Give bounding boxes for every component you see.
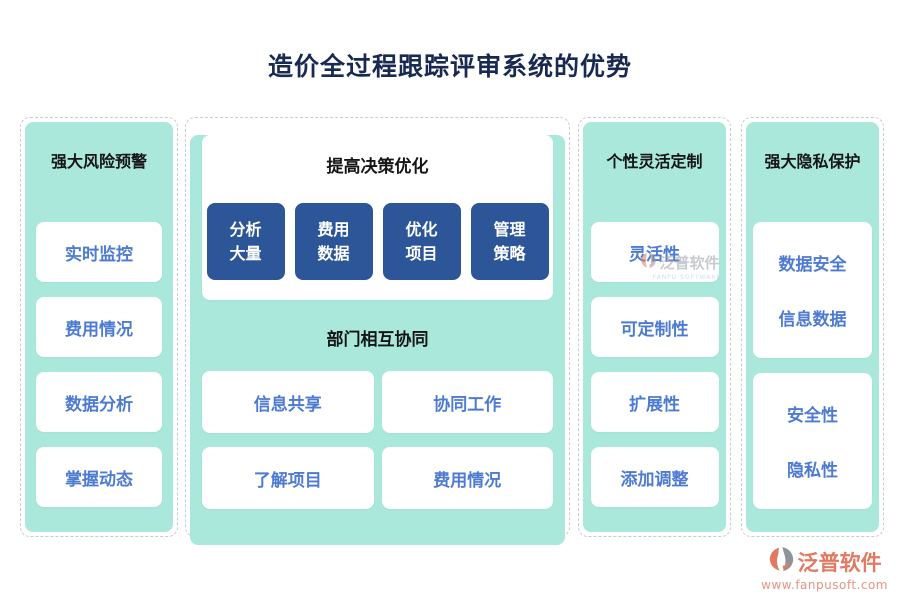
feature-line: 数据安全	[778, 255, 847, 275]
feature-item: 数据安全 信息数据	[753, 222, 872, 358]
decision-keyword-row: 分析 大量 费用 数据 优化 项目 管理 策略	[202, 203, 553, 280]
feature-line: 信息数据	[778, 310, 847, 330]
feature-item: 费用情况	[381, 447, 553, 509]
decision-keyword-box: 管理 策略	[470, 203, 549, 280]
feature-item: 费用情况	[36, 297, 162, 357]
decision-keyword-box: 分析 大量	[206, 203, 285, 280]
feature-item: 数据分析	[36, 372, 162, 432]
brand-name: 泛普软件	[797, 550, 882, 575]
keyword-line: 大量	[229, 243, 262, 263]
keyword-line: 项目	[405, 243, 438, 263]
panel-risk-warning: 强大风险预警 实时监控 费用情况 数据分析 掌握动态	[20, 117, 178, 537]
feature-item: 掌握动态	[36, 447, 162, 507]
panel-privacy: 强大隐私保护 数据安全 信息数据 安全性 隐私性	[741, 117, 884, 537]
feature-item: 扩展性	[590, 372, 719, 432]
panel-privacy-bg: 强大隐私保护 数据安全 信息数据 安全性 隐私性	[746, 122, 879, 532]
feature-item: 安全性 隐私性	[753, 373, 872, 509]
collab-header: 部门相互协同	[326, 330, 429, 350]
feature-item: 实时监控	[36, 222, 162, 282]
feature-item: 信息共享	[202, 371, 374, 433]
keyword-line: 优化	[405, 219, 438, 239]
feature-item: 添加调整	[590, 447, 719, 507]
panel-header: 强大隐私保护	[764, 152, 861, 171]
keyword-line: 数据	[317, 243, 350, 263]
footer-brand-row: 泛普软件	[768, 546, 882, 577]
feature-list: 实时监控 费用情况 数据分析 掌握动态	[25, 222, 173, 507]
collab-grid: 信息共享 协同工作 了解项目 费用情况	[202, 371, 553, 509]
page-title: 造价全过程跟踪评审系统的优势	[267, 52, 632, 81]
feature-list: 灵活性 可定制性 扩展性 添加调整	[583, 222, 726, 507]
feature-item: 灵活性	[590, 222, 719, 282]
decision-keyword-box: 费用 数据	[294, 203, 373, 280]
keyword-line: 费用	[317, 219, 350, 239]
panel-decision: 提高决策优化 分析 大量 费用 数据 优化 项目 管理 策略	[185, 117, 570, 545]
keyword-line: 策略	[493, 243, 526, 263]
panel-header: 强大风险预警	[50, 152, 147, 171]
keyword-line: 分析	[229, 219, 262, 239]
footer-brand: 泛普软件 www.fanpusoft.com	[761, 546, 888, 592]
feature-list: 数据安全 信息数据 安全性 隐私性	[746, 222, 879, 509]
feature-item: 可定制性	[590, 297, 719, 357]
feature-line: 隐私性	[787, 461, 838, 481]
panel-customization: 个性灵活定制 灵活性 可定制性 扩展性 添加调整	[578, 117, 731, 537]
feature-line: 安全性	[787, 406, 838, 426]
decision-card-header: 提高决策优化	[326, 157, 429, 177]
panel-risk-warning-bg: 强大风险预警 实时监控 费用情况 数据分析 掌握动态	[25, 122, 173, 532]
panel-header: 个性灵活定制	[606, 152, 703, 171]
fanpu-logo-icon	[768, 546, 795, 577]
feature-item: 协同工作	[381, 371, 553, 433]
panel-decision-bg: 提高决策优化 分析 大量 费用 数据 优化 项目 管理 策略	[190, 135, 565, 545]
feature-item: 了解项目	[202, 447, 374, 509]
brand-url: www.fanpusoft.com	[761, 578, 888, 592]
panel-customization-bg: 个性灵活定制 灵活性 可定制性 扩展性 添加调整	[583, 122, 726, 532]
decision-card: 提高决策优化 分析 大量 费用 数据 优化 项目 管理 策略	[202, 135, 553, 300]
keyword-line: 管理	[493, 219, 526, 239]
decision-keyword-box: 优化 项目	[382, 203, 461, 280]
